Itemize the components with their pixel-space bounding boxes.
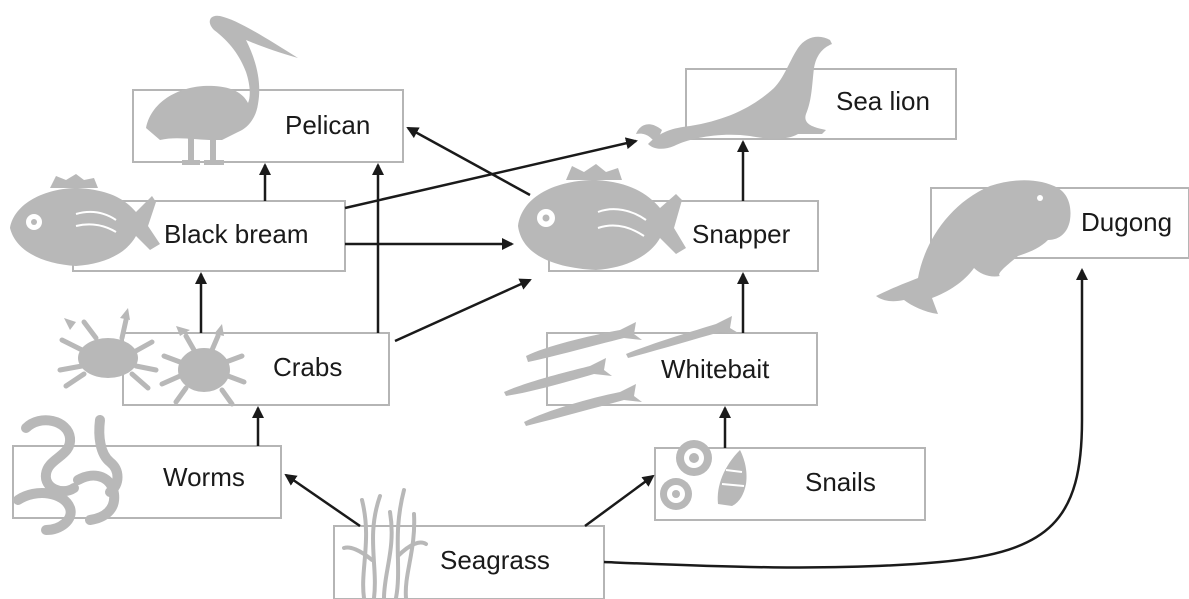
snapper-label: Snapper — [692, 219, 791, 249]
arrow-seagrass-to-snails — [585, 476, 653, 526]
dugong-label: Dugong — [1081, 207, 1172, 237]
pelican-label: Pelican — [285, 110, 370, 140]
sea-lion-label: Sea lion — [836, 86, 930, 116]
arrow-seagrass-to-dugong — [604, 270, 1082, 567]
crabs-label: Crabs — [273, 352, 342, 382]
arrow-snapper-to-pelican — [408, 128, 530, 195]
arrow-seagrass-to-worms — [286, 475, 360, 526]
worms-label: Worms — [163, 462, 245, 492]
crabs-box — [123, 333, 389, 405]
seagrass-label: Seagrass — [440, 545, 550, 575]
whitebait-label: Whitebait — [661, 354, 770, 384]
snails-label: Snails — [805, 467, 876, 497]
black-bream-label: Black bream — [164, 219, 309, 249]
arrow-crabs-to-snapper — [395, 280, 530, 341]
